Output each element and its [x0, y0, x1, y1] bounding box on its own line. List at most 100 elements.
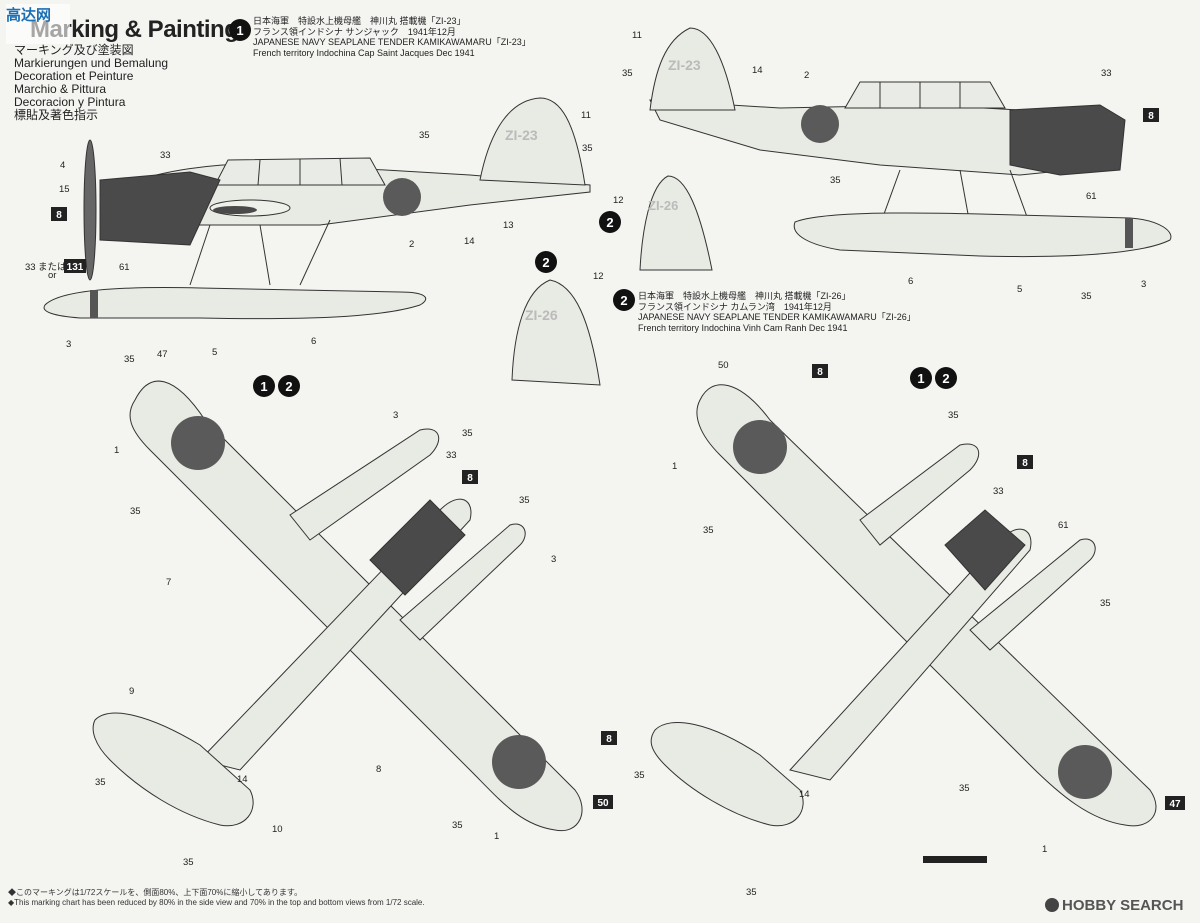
- scheme-2-badge: [613, 289, 635, 311]
- svg-text:47: 47: [1169, 799, 1181, 810]
- svg-text:35: 35: [452, 820, 463, 831]
- svg-text:8: 8: [606, 734, 612, 745]
- svg-text:35: 35: [462, 428, 473, 439]
- tail-fin-r: [649, 27, 736, 111]
- svg-text:1: 1: [1042, 844, 1047, 855]
- svg-text:5: 5: [212, 347, 217, 358]
- svg-text:5: 5: [1017, 284, 1022, 295]
- svg-text:1: 1: [494, 831, 499, 842]
- float-top-r1: [859, 443, 980, 546]
- main-float: [43, 287, 427, 320]
- svg-text:15: 15: [59, 184, 70, 195]
- svg-text:131: 131: [67, 262, 84, 273]
- svg-text:61: 61: [1086, 191, 1097, 202]
- scheme-1-caption: 日本海軍 特設水上機母艦 神川丸 搭載機「ZI-23」 フランス領インドシナ サ…: [253, 16, 531, 58]
- svg-text:7: 7: [166, 577, 171, 588]
- svg-text:33: 33: [993, 486, 1004, 497]
- top-view-right: [650, 384, 1157, 827]
- svg-text:35: 35: [830, 175, 841, 186]
- wing-r: [696, 384, 1157, 827]
- float-top-r2: [969, 538, 1096, 651]
- scheme-1-badge: [229, 19, 251, 41]
- svg-text:35: 35: [634, 770, 645, 781]
- svg-text:35: 35: [419, 130, 430, 141]
- hinomaru-wing-1: [171, 416, 225, 470]
- corner-watermark: 高达网: [6, 4, 70, 44]
- svg-text:8: 8: [817, 367, 823, 378]
- float-top-1: [289, 428, 440, 541]
- svg-text:8: 8: [376, 764, 381, 775]
- svg-text:12: 12: [593, 271, 604, 282]
- svg-text:6: 6: [908, 276, 913, 287]
- subtitle-jp: マーキング及び塗装図: [14, 43, 134, 57]
- scale-bar: [923, 856, 987, 863]
- tail-code-zi23: ZI-23: [505, 127, 538, 143]
- tailplane-r: [650, 721, 804, 827]
- svg-text:12: 12: [613, 195, 624, 206]
- tail-code-zi23-r: ZI-23: [668, 57, 701, 73]
- scheme-2-badge-upper: [535, 251, 557, 273]
- svg-text:2: 2: [804, 70, 809, 81]
- svg-text:50: 50: [597, 798, 609, 809]
- svg-text:35: 35: [703, 525, 714, 536]
- cowl-top: [369, 499, 466, 596]
- subtitle-it: Marchio & Pittura: [14, 82, 107, 96]
- side-view-left: ZI-23: [43, 97, 591, 320]
- subtitle-block: マーキング及び塗装図 Markierungen und Bemalung Dec…: [14, 44, 168, 122]
- svg-text:ZI-26: ZI-26: [648, 198, 678, 213]
- svg-text:33: 33: [25, 262, 36, 273]
- svg-text:33: 33: [446, 450, 457, 461]
- subtitle-fr: Decoration et Peinture: [14, 69, 134, 83]
- svg-text:4: 4: [60, 160, 65, 171]
- svg-text:35: 35: [130, 506, 141, 517]
- svg-text:35: 35: [959, 783, 970, 794]
- svg-text:35: 35: [95, 777, 106, 788]
- svg-text:35: 35: [1081, 291, 1092, 302]
- svg-text:11: 11: [632, 30, 642, 41]
- float-top-2: [399, 523, 526, 641]
- svg-text:3: 3: [393, 410, 398, 421]
- boxed-decal-numbers: 8 131 8 8 8 8 8 50 47: [51, 108, 1185, 810]
- hinomaru-wing-r1: [733, 420, 787, 474]
- svg-text:8: 8: [1022, 458, 1028, 469]
- svg-text:35: 35: [746, 887, 757, 898]
- top-view-badge-pair-left: [253, 375, 300, 397]
- subtitle-cn: 標貼及著色指示: [14, 108, 99, 122]
- main-float-r: [793, 212, 1172, 258]
- svg-text:3: 3: [1141, 279, 1146, 290]
- svg-text:6: 6: [311, 336, 316, 347]
- svg-text:14: 14: [237, 774, 248, 785]
- footer-en: ◆This marking chart has been reduced by …: [8, 898, 425, 907]
- svg-text:8: 8: [467, 473, 473, 484]
- svg-text:2: 2: [409, 239, 414, 250]
- svg-text:47: 47: [157, 349, 168, 360]
- top-view-left: [92, 380, 583, 832]
- svg-text:61: 61: [1058, 520, 1069, 531]
- svg-text:13: 13: [503, 220, 514, 231]
- tail-fin: [479, 97, 586, 186]
- tail-detail-upper: ZI-26: [639, 175, 713, 271]
- svg-text:35: 35: [948, 410, 959, 421]
- svg-text:35: 35: [183, 857, 194, 868]
- scheme-2-badge-mid: [599, 211, 621, 233]
- svg-text:35: 35: [1100, 598, 1111, 609]
- svg-text:35: 35: [124, 354, 135, 365]
- hobby-search-watermark: HOBBY SEARCH: [1045, 897, 1183, 914]
- svg-text:35: 35: [582, 143, 593, 154]
- engine-cowl: [99, 171, 221, 246]
- tail-detail-lower: ZI-26: [511, 279, 601, 386]
- svg-text:3: 3: [66, 339, 71, 350]
- alt-or: or: [48, 270, 56, 281]
- engine-cowl-r: [1009, 104, 1126, 176]
- alt-matawa: または: [38, 262, 67, 273]
- subtitle-de: Markierungen und Bemalung: [14, 56, 169, 70]
- top-view-badge-pair-right: [910, 367, 957, 389]
- subtitle-es: Decoracion y Pintura: [14, 95, 126, 109]
- svg-text:8: 8: [56, 210, 62, 221]
- propeller: [83, 139, 97, 281]
- svg-text:35: 35: [622, 68, 633, 79]
- svg-text:14: 14: [464, 236, 475, 247]
